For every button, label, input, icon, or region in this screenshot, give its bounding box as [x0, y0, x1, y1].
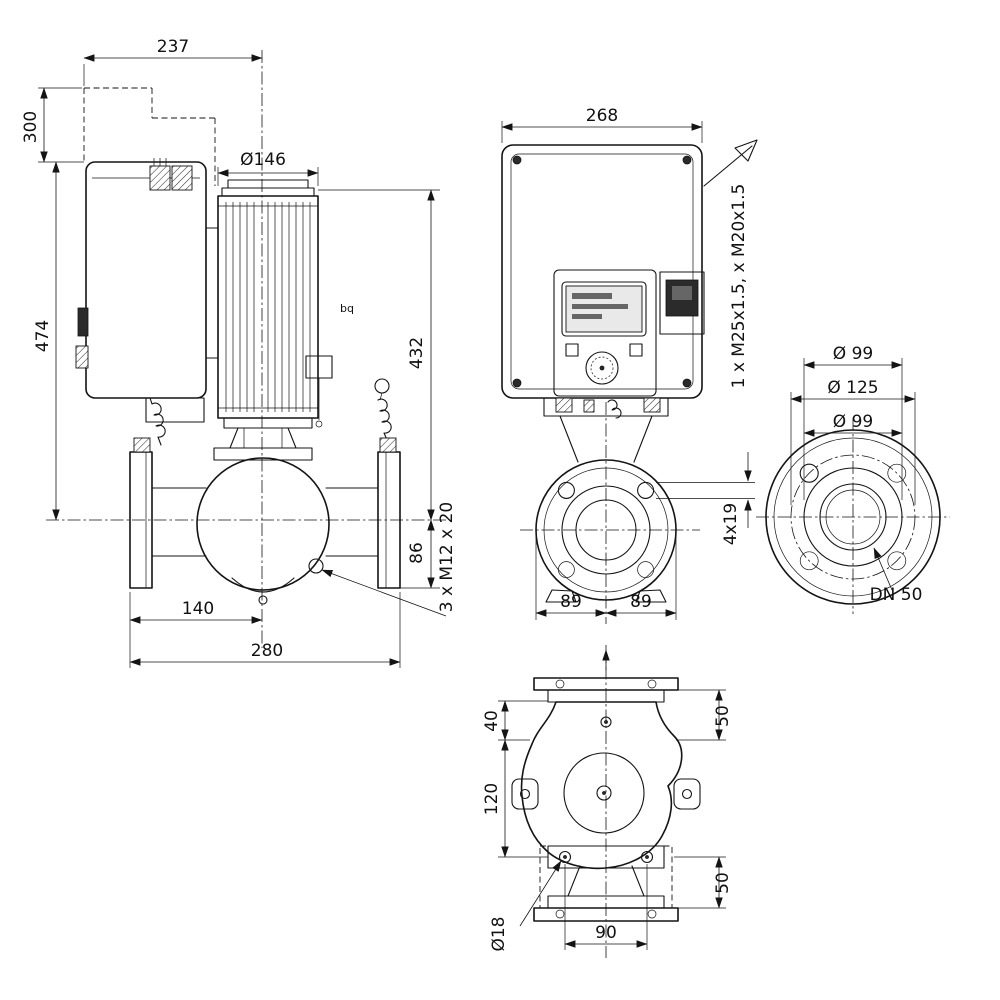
dim-90: 90	[595, 923, 617, 943]
dim-86: 86	[407, 542, 427, 564]
label-dn50: DN 50	[870, 585, 923, 605]
dim-dia18: Ø18	[489, 916, 509, 951]
dim-474: 474	[33, 320, 53, 352]
dim-237: 237	[157, 37, 189, 57]
dim-268: 268	[586, 106, 618, 126]
dim-40: 40	[482, 710, 502, 732]
dim-280: 280	[251, 641, 283, 661]
dim-120: 120	[482, 783, 502, 815]
top-view: 50 50 40 120 Ø18 90	[482, 645, 733, 958]
dim-dia99-bottom: Ø 99	[833, 412, 873, 432]
dim-432: 432	[407, 337, 427, 369]
dim-89-right: 89	[630, 592, 652, 612]
flange-view: Ø 99 Ø 125 Ø 99 DN 50	[756, 344, 950, 614]
dim-140: 140	[182, 599, 214, 619]
dim-slot: 4x19	[721, 503, 741, 546]
dim-dia146: Ø146	[240, 150, 286, 170]
front-view: 268 1 x M25x1.5, x M20x1.5 89 89 4x19	[501, 106, 758, 624]
dim-50-top: 50	[713, 705, 733, 727]
dim-dia125: Ø 125	[827, 378, 878, 398]
label-glands: 1 x M25x1.5, x M20x1.5	[729, 184, 749, 389]
side-view: bq 237 300	[21, 37, 457, 668]
dim-89-left: 89	[560, 592, 582, 612]
dim-50-bottom: 50	[713, 872, 733, 894]
port-label: bq	[340, 302, 354, 315]
dim-300: 300	[21, 111, 41, 143]
dim-dia99-top: Ø 99	[833, 344, 873, 364]
label-bolts: 3 x M12 x 20	[437, 502, 457, 612]
